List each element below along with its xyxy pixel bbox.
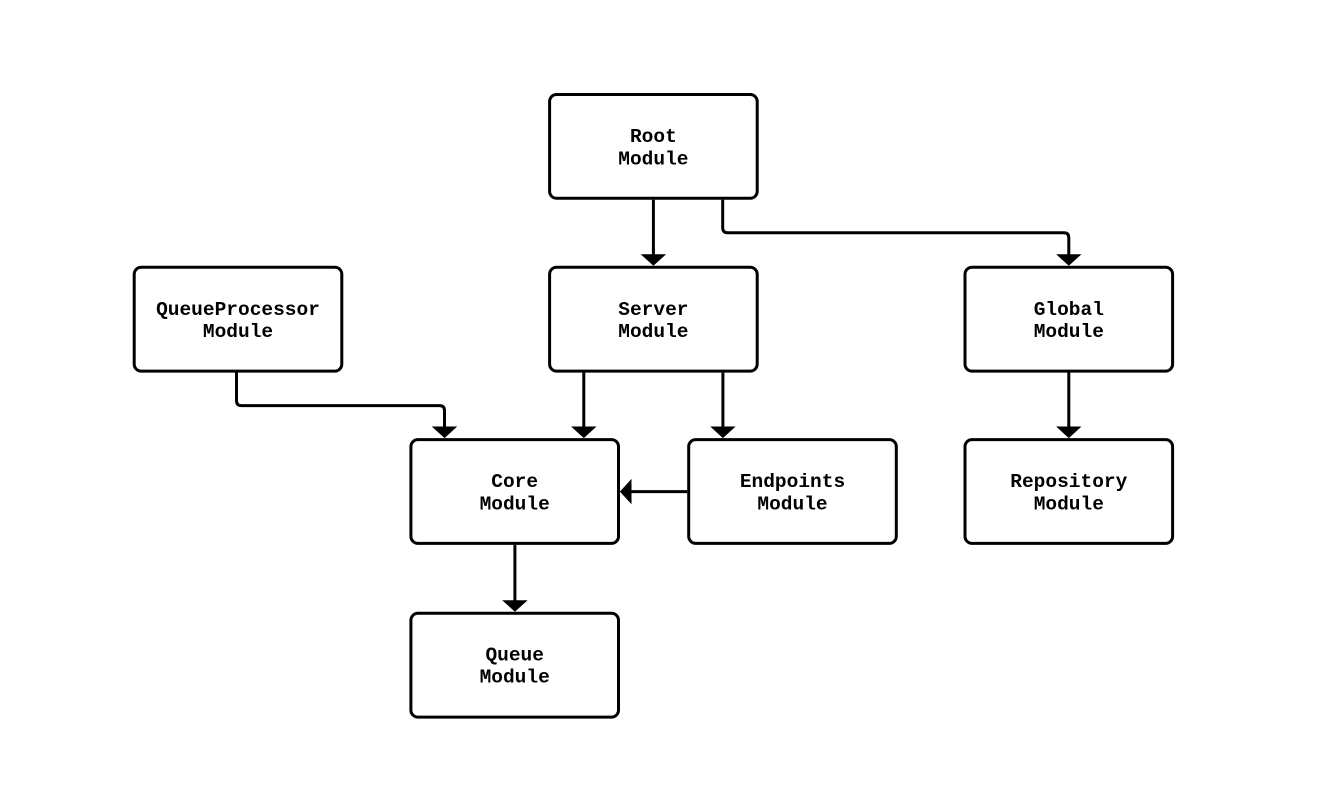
svg-text:ServerModule: ServerModule — [618, 299, 688, 343]
svg-text:GlobalModule: GlobalModule — [1034, 299, 1104, 343]
svg-text:CoreModule: CoreModule — [480, 471, 550, 515]
svg-text:RootModule: RootModule — [618, 126, 688, 170]
svg-text:QueueModule: QueueModule — [480, 644, 550, 688]
